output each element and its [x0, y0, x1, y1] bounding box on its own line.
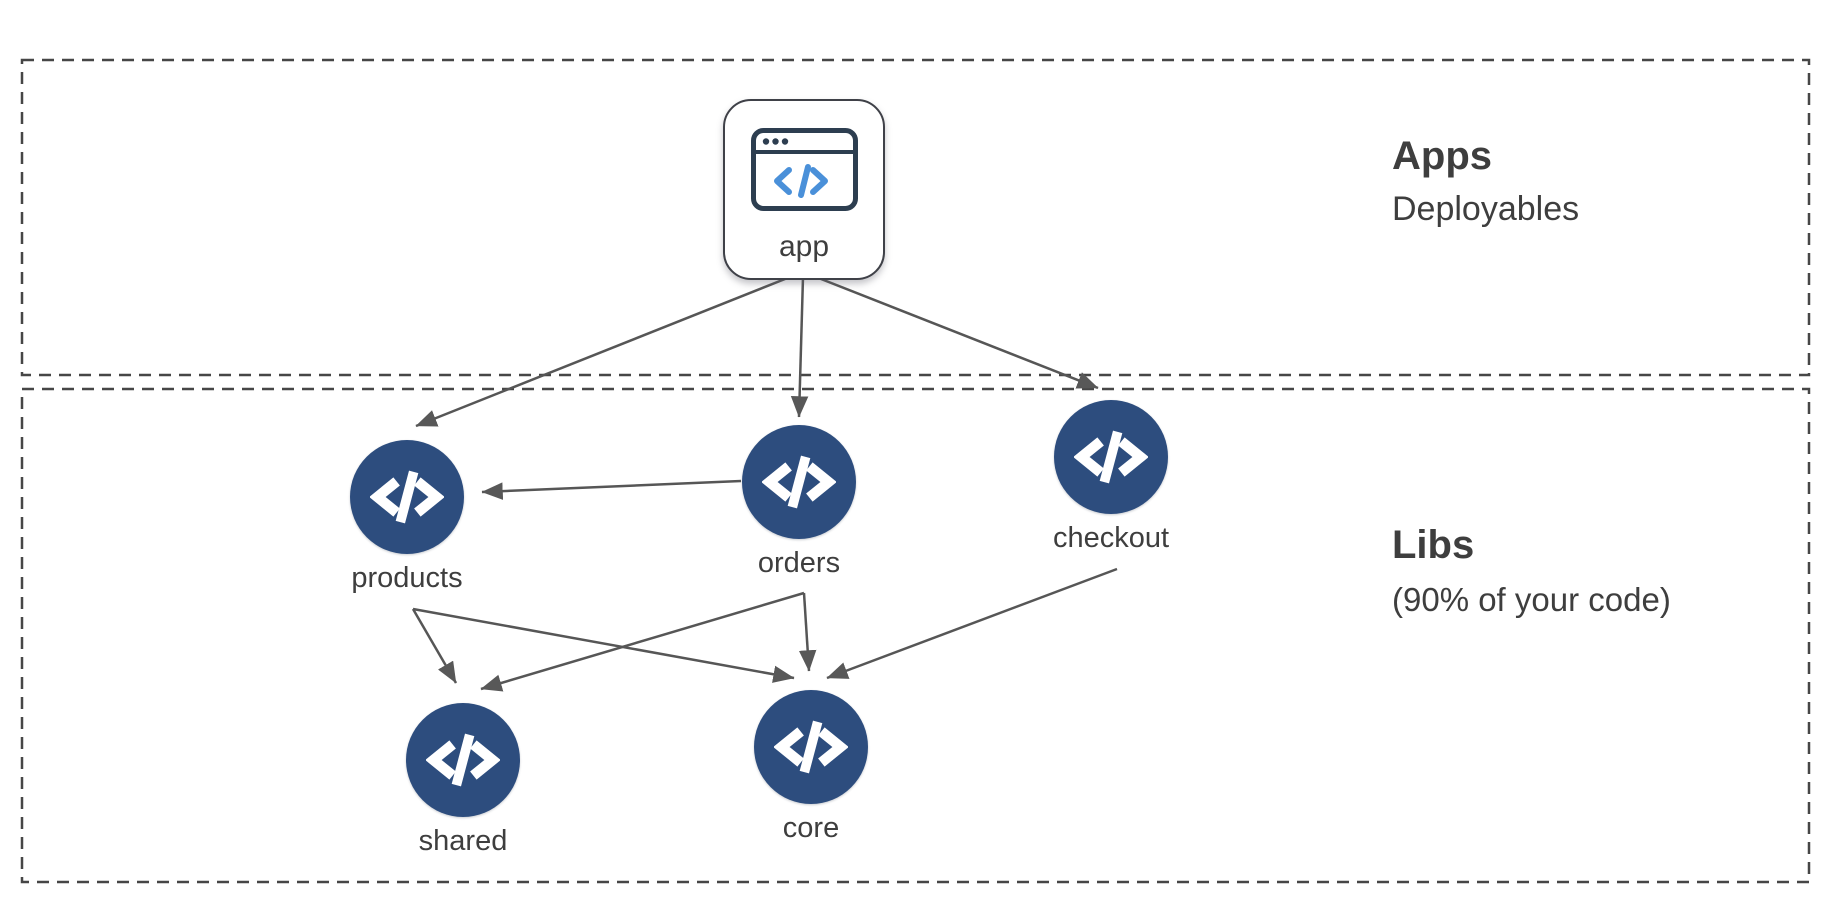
- code-icon: [370, 460, 444, 534]
- edge-app-checkout: [815, 275, 1099, 390]
- node-shared[interactable]: shared: [383, 703, 543, 859]
- edge-orders-core: [798, 592, 817, 672]
- edge-checkout-core: [826, 567, 1118, 680]
- apps-section-title: Apps: [1392, 134, 1492, 178]
- node-core[interactable]: core: [731, 690, 891, 846]
- libs-section-subtitle: (90% of your code): [1392, 581, 1671, 618]
- node-products[interactable]: products: [327, 440, 487, 596]
- code-icon: [762, 445, 836, 519]
- node-label: core: [782, 812, 840, 844]
- code-icon: [774, 710, 848, 784]
- edge-orders-products: [481, 479, 742, 500]
- edge-products-shared: [411, 608, 458, 684]
- node-checkout[interactable]: checkout: [1031, 400, 1191, 556]
- node-orders[interactable]: orders: [719, 425, 879, 581]
- apps-section-subtitle: Deployables: [1392, 190, 1580, 228]
- dependency-edges: [411, 275, 1118, 692]
- code-icon: [1074, 420, 1148, 494]
- node-checkout-circle: [1054, 400, 1168, 514]
- node-label: products: [351, 562, 463, 594]
- node-shared-circle: [406, 703, 520, 817]
- node-label: orders: [757, 547, 841, 579]
- node-label: app: [778, 230, 830, 263]
- browser-window-icon: [750, 128, 858, 211]
- node-core-circle: [754, 690, 868, 804]
- libs-section-border: [20, 387, 1811, 884]
- code-icon: [426, 723, 500, 797]
- node-label: shared: [418, 825, 508, 857]
- node-products-circle: [350, 440, 464, 554]
- edge-app-products: [415, 275, 791, 428]
- edge-orders-shared: [480, 591, 805, 692]
- code-icon: [773, 164, 828, 198]
- apps-section-border: [20, 58, 1811, 377]
- node-orders-circle: [742, 425, 856, 539]
- node-label: checkout: [1052, 522, 1170, 554]
- libs-section-title: Libs: [1392, 523, 1475, 567]
- edge-app-orders: [790, 276, 809, 418]
- node-app[interactable]: app: [723, 99, 885, 280]
- edge-products-core: [412, 607, 795, 683]
